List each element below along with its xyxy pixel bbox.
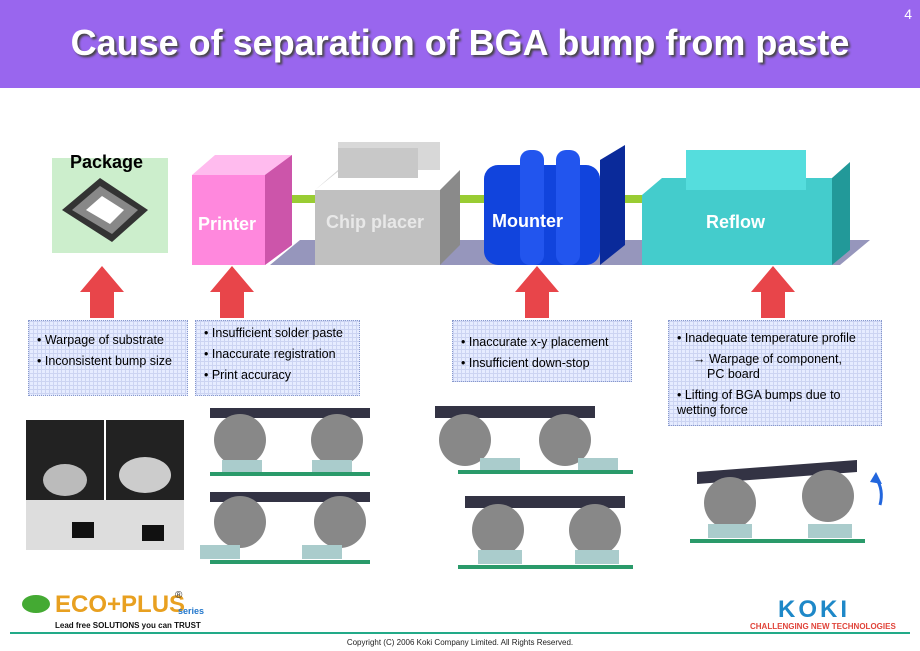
arrow-up-package [80,266,124,318]
note-item: • Inaccurate x-y placement [461,335,609,349]
note-item: • Inaccurate registration [204,347,336,361]
arrow-up-reflow [751,266,795,318]
reflow-box [642,178,832,265]
bga-diagram-printer-top [210,408,370,476]
note-item: • Insufficient down-stop [461,356,590,370]
footer-divider [10,632,910,634]
connector-mounter-reflow [608,195,648,203]
arrow-up-mounter [515,266,559,318]
note-mounter: • Inaccurate x-y placement • Insufficien… [452,320,632,382]
chip-placer-box [315,190,440,265]
bga-diagram-reflow [690,460,883,543]
bga-diagram-mounter-top [435,406,633,474]
eco-tagline: Lead free SOLUTIONS you can TRUST [55,621,201,630]
connector-printer-placer [282,195,322,203]
bga-diagram-mounter-bottom [458,496,633,569]
arrow-up-printer [210,266,254,318]
copyright-text: Copyright (C) 2006 Koki Company Limited.… [346,638,574,647]
chip-placer-label: Chip placer [326,212,425,232]
header-bar [0,0,920,88]
eco-plus-logo: ECO+PLUS [55,591,185,618]
note-item: PC board [707,367,760,381]
page-number: 4 [904,6,912,22]
note-printer: • Insufficient solder paste • Inaccurate… [195,320,360,396]
connector-placer-mounter [448,195,488,203]
eco-leaf-icon [22,595,50,613]
printer-label: Printer [198,214,257,234]
svg-text:®: ® [175,590,183,601]
note-item: • Inadequate temperature profile [677,331,856,345]
note-item: • Lifting of BGA bumps due to wetting fo… [677,388,841,417]
note-item: • Inconsistent bump size [37,354,172,368]
svg-text:series: series [178,606,204,616]
note-item: → Warpage of component, [693,352,842,366]
reflow-label: Reflow [706,212,766,232]
note-item: • Insufficient solder paste [204,326,343,340]
koki-logo: KOKI [778,596,850,623]
note-reflow: • Inadequate temperature profile → Warpa… [668,320,882,426]
package-label: Package [70,152,144,172]
bga-diagram-printer-bottom [200,492,370,564]
note-item: • Print accuracy [204,368,292,382]
note-item: • Warpage of substrate [37,333,164,347]
page-title: Cause of separation of BGA bump from pas… [70,22,850,63]
koki-tagline: CHALLENGING NEW TECHNOLOGIES [750,622,896,631]
note-package: • Warpage of substrate • Inconsistent bu… [28,320,188,396]
mounter-label: Mounter [492,211,563,231]
